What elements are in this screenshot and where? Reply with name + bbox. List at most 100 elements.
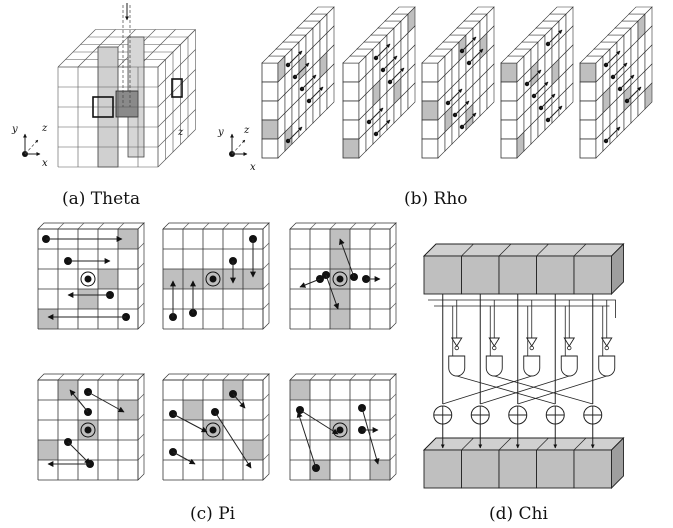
- pi-top-line: [57, 373, 65, 381]
- pi-side-line: [389, 262, 397, 270]
- pi-side-line: [389, 413, 397, 421]
- theta-side-line: [157, 49, 196, 88]
- chi-row-cell: [423, 255, 462, 295]
- pi-center-dot: [209, 275, 217, 283]
- pi-shaded-cell: [183, 269, 203, 289]
- theta-side-line: [157, 89, 196, 128]
- pi-shaded-cell: [243, 269, 263, 289]
- theta-z-label: z: [177, 127, 184, 138]
- chi-row-top: [422, 437, 625, 451]
- pi-move-arrow: [87, 391, 125, 413]
- rho-shift-arrow: [526, 69, 542, 85]
- chi-and-gate: [523, 355, 541, 377]
- chi-row-edge: [498, 243, 512, 257]
- pi-move-arrow: [296, 411, 317, 469]
- chi-and-gate: [598, 355, 616, 377]
- pi-side-line: [137, 302, 145, 310]
- rho-shift-arrow: [461, 112, 477, 128]
- pi-top-line: [77, 222, 85, 230]
- caption-rho: (b) Rho: [404, 189, 468, 209]
- rho-shift-arrow: [612, 62, 628, 78]
- theta-side-line: [157, 29, 196, 68]
- rho-axis-y-label: y: [217, 127, 224, 138]
- rho-front-cell: [500, 81, 518, 102]
- rho-top-cell: [391, 6, 416, 15]
- chi-and-gate: [448, 355, 466, 377]
- rho-side-cell: [644, 82, 653, 110]
- rho-shift-arrow: [533, 81, 549, 97]
- theta-side-line: [157, 129, 196, 168]
- pi-side-line: [262, 282, 270, 290]
- pi-center-dot: [336, 426, 344, 434]
- chi-not-bubble: [604, 345, 609, 351]
- rho-top-cell: [628, 6, 653, 15]
- rho-shift-arrow: [626, 86, 642, 102]
- rho-front-cell: [500, 100, 518, 121]
- rho-shift-arrow: [294, 62, 310, 78]
- pi-top-line: [97, 222, 105, 230]
- theta-state-cube: z: [57, 3, 196, 168]
- pi-top-face: [37, 222, 145, 230]
- rho-front-cell: [579, 119, 597, 140]
- rho-slab-1: [261, 6, 335, 159]
- pi-shaded-cell: [330, 289, 350, 309]
- pi-side-line: [389, 433, 397, 441]
- theta-top-line: [57, 29, 96, 68]
- chi-cross-wire: [517, 375, 607, 405]
- pi-move-arrow: [69, 389, 89, 413]
- pi-grid-6: [289, 373, 397, 481]
- pi-top-face: [289, 222, 397, 230]
- chi-panel: (d) Chi: [422, 242, 625, 524]
- chi-and-gate: [560, 355, 578, 377]
- chi-row-edge: [423, 243, 437, 257]
- pi-top-line: [309, 222, 317, 230]
- chi-row-edge: [573, 243, 587, 257]
- rho-shift-arrow: [308, 86, 324, 102]
- chi-row-cell: [573, 449, 612, 489]
- pi-side-line: [262, 453, 270, 461]
- rho-shift-arrow: [454, 100, 470, 116]
- rho-side-cell: [486, 82, 495, 110]
- pi-shaded-cell: [243, 440, 263, 460]
- pi-move-arrow: [339, 238, 355, 278]
- chi-not-gate: [450, 337, 463, 347]
- rho-axis-z-label: z: [243, 125, 250, 136]
- pi-top-line: [349, 222, 357, 230]
- pi-top-line: [222, 222, 230, 230]
- chi-row-edge: [498, 437, 512, 451]
- pi-side-line: [389, 453, 397, 461]
- rho-shift-arrow: [605, 126, 621, 142]
- theta-bit-outline: [171, 78, 183, 98]
- pi-top-face: [289, 373, 397, 381]
- chi-not-gate: [563, 337, 576, 347]
- pi-grid-3: [289, 222, 397, 330]
- rho-front-cell: [261, 100, 279, 121]
- chi-not-gate: [525, 337, 538, 347]
- rho-side-cell: [326, 82, 335, 110]
- rho-shift-arrow: [547, 29, 563, 45]
- chi-row-edge: [536, 437, 549, 451]
- rho-front-cell: [500, 138, 518, 159]
- theta-bit-outline: [92, 96, 114, 118]
- rho-front-cell: [579, 100, 597, 121]
- pi-side-line: [389, 393, 397, 401]
- theta-side-line: [157, 69, 196, 108]
- pi-center-ring: [332, 271, 348, 287]
- pi-top-face: [162, 222, 270, 230]
- caption-chi: (d) Chi: [489, 504, 549, 524]
- rho-front-cell: [342, 62, 360, 83]
- rho-shift-arrow: [547, 105, 563, 121]
- rho-shift-arrow: [375, 119, 391, 135]
- rho-axes-icon: y z x: [217, 125, 256, 173]
- chi-and-gate: [485, 355, 503, 377]
- rho-front-cell: [500, 119, 518, 140]
- pi-top-line: [77, 373, 85, 381]
- pi-side-face: [137, 222, 145, 330]
- pi-shaded-cell: [330, 309, 350, 329]
- rho-lane-slabs: [261, 6, 653, 159]
- rho-shift-arrow: [461, 36, 477, 52]
- chi-not-bubble: [529, 345, 534, 351]
- rho-shift-arrow: [287, 50, 303, 66]
- rho-shift-arrow: [389, 67, 405, 83]
